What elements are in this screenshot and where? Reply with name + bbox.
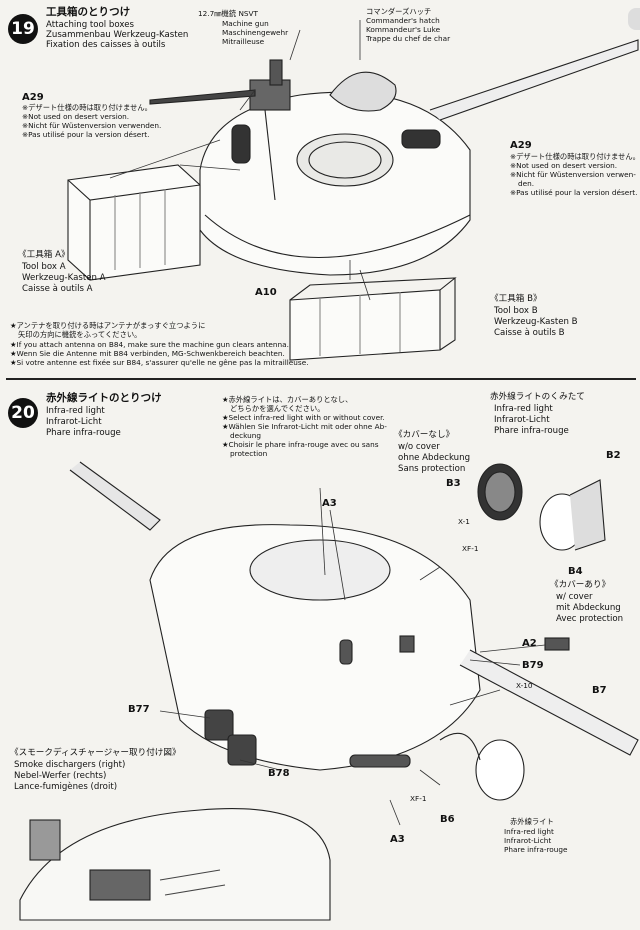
a29-left-note-en: ※Not used on desert version. [22, 112, 130, 121]
part-b4: B4 [568, 566, 583, 577]
step-19-title-fr: Fixation des caisses à outils [46, 40, 166, 50]
a29-right-note-de-cont: den. [518, 179, 535, 188]
ir-light-label-jp: 赤外線ライト [510, 817, 554, 826]
antenna-note-jp-1: ★アンテナを取り付ける時はアンテナがまっすぐ立つように [10, 321, 206, 330]
ir-light-label-en: Infra-red light [504, 827, 554, 836]
toolbox-a-de: Werkzeug-Kasten A [22, 273, 106, 283]
assembly-title-de: Infrarot-Licht [494, 415, 550, 425]
toolbox-b-jp: 《工具箱 B》 [490, 294, 542, 304]
part-b7: B7 [592, 685, 607, 696]
assembly-title-en: Infra-red light [494, 404, 553, 414]
smoke-launcher-drawing-19 [231, 124, 441, 164]
part-a3-bottom: A3 [390, 834, 405, 845]
step-20-title-fr: Phare infra-rouge [46, 428, 121, 438]
step-20-badge: 20 [8, 398, 38, 428]
ir-light-drawing [439, 463, 606, 801]
assembly-title-fr: Phare infra-rouge [494, 426, 569, 436]
toolbox-a-jp: 《工具箱 A》 [18, 250, 70, 260]
part-b3: B3 [446, 478, 461, 489]
select-note-jp-1: ★赤外線ライトは、カバーありとなし、 [222, 395, 353, 404]
step-19-badge: 19 [8, 14, 38, 44]
antenna-note-jp-2: 矢印の方向に機銃をふってください。 [18, 330, 142, 339]
toolbox-a-fr: Caisse à outils A [22, 284, 93, 294]
mg-label-en: Machine gun [222, 19, 269, 28]
step-divider [6, 378, 636, 380]
smoke-title-jp: 《スモークディスチャージャー取り付け図》 [10, 748, 181, 758]
part-b6: B6 [440, 814, 455, 825]
smoke-title-en: Smoke dischargers (right) [14, 760, 126, 770]
antenna-note-de: ★Wenn Sie die Antenne mit B84 verbinden,… [10, 349, 285, 358]
smoke-inset-drawing [19, 808, 331, 921]
toolbox-a-en: Tool box A [22, 262, 66, 272]
toolbox-a-drawing [67, 164, 201, 281]
select-note-de-cont: deckung [230, 431, 262, 440]
step-19-title-de: Zusammenbau Werkzeug-Kasten [46, 30, 189, 40]
select-note-de: ★Wählen Sie Infrarot-Licht mit oder ohne… [222, 422, 387, 431]
a29-left-note-fr: ※Pas utilisé pour la version désert. [22, 130, 150, 139]
no-cover-de: ohne Abdeckung [398, 453, 471, 463]
page-edge-tab [628, 8, 640, 30]
part-x10: X-10 [516, 681, 533, 690]
toolbox-b-de: Werkzeug-Kasten B [494, 317, 578, 327]
a29-right-note-jp: ※デザート仕様の時は取り付けません。 [510, 152, 640, 161]
toolbox-b-en: Tool box B [494, 306, 538, 316]
step-20-title-en: Infra-red light [46, 406, 105, 416]
antenna-note-fr: ★Si votre antenne est fixée sur B84, s'a… [10, 358, 309, 367]
hatch-label-de: Kommandeur's Luke [366, 25, 441, 34]
select-note-jp-2: どちらかを選んでください。 [230, 404, 325, 413]
hatch-label-jp: コマンダーズハッチ [366, 7, 432, 16]
mg-label-de: Maschinengewehr [222, 28, 289, 37]
with-cover-jp: 《カバーあり》 [550, 580, 611, 590]
part-a10: A10 [255, 287, 277, 298]
step-19-title-jp: 工具箱のとりつけ [46, 6, 131, 18]
hatch-label-en: Commander's hatch [366, 16, 440, 25]
guide-lines-20 [159, 487, 546, 826]
ir-light-label-de: Infrarot-Licht [504, 836, 552, 845]
mg-label-fr: Mitrailleuse [222, 37, 265, 46]
part-xf1-top: XF-1 [462, 544, 479, 553]
a29-right-note-de: ※Nicht für Wüstenversion verwen- [510, 170, 636, 179]
no-cover-en: w/o cover [398, 442, 440, 452]
with-cover-en: w/ cover [556, 592, 593, 602]
part-b77: B77 [128, 704, 150, 715]
no-cover-fr: Sans protection [398, 464, 466, 474]
part-a2: A2 [522, 638, 537, 649]
mg-label-jp: 12.7㎜機銃 NSVT [198, 9, 258, 18]
toolbox-b-drawing [289, 277, 457, 361]
a29-left-note-jp: ※デザート仕様の時は取り付けません。 [22, 103, 152, 112]
ir-light-label-fr: Phare infra-rouge [504, 845, 568, 854]
hatch-label-fr: Trappe du chef de char [366, 34, 451, 43]
smoke-title-de: Nebel-Werfer (rechts) [14, 771, 107, 781]
smoke-title-fr: Lance-fumigènes (droit) [14, 782, 118, 792]
part-a29-right: A29 [510, 140, 532, 151]
a29-right-note-fr: ※Pas utilisé pour la version désert. [510, 188, 638, 197]
select-note-fr-cont: protection [230, 449, 268, 458]
guide-lines-19 [109, 20, 371, 301]
no-cover-jp: 《カバーなし》 [394, 430, 455, 440]
part-a29-left: A29 [22, 92, 44, 103]
machine-gun-drawing [149, 59, 291, 201]
part-x1: X-1 [458, 517, 470, 526]
a29-right-note-en: ※Not used on desert version. [510, 161, 618, 170]
part-xf1-bottom: XF-1 [410, 794, 427, 803]
part-b78: B78 [268, 768, 290, 779]
part-b2: B2 [606, 450, 621, 461]
step-19-title-en: Attaching tool boxes [46, 20, 134, 30]
step-20-title-jp: 赤外線ライトのとりつけ [46, 392, 162, 404]
select-note-en: ★Select infra-red light with or without … [222, 413, 385, 422]
part-a3-top: A3 [322, 498, 337, 509]
with-cover-de: mit Abdeckung [556, 603, 621, 613]
select-note-fr: ★Choisir le phare infra-rouge avec ou sa… [222, 440, 379, 449]
part-b79: B79 [522, 660, 544, 671]
toolbox-b-fr: Caisse à outils B [494, 328, 565, 338]
antenna-note-en: ★If you attach antenna on B84, make sure… [10, 340, 289, 349]
with-cover-fr: Avec protection [556, 614, 624, 624]
step-20-title-de: Infrarot-Licht [46, 417, 102, 427]
turret-drawing-20 [69, 461, 639, 771]
a29-left-note-de: ※Nicht für Wüstenversion verwenden. [22, 121, 162, 130]
assembly-title-jp: 赤外線ライトのくみたて [490, 392, 585, 402]
smoke-launcher-drawing-20 [204, 635, 570, 768]
